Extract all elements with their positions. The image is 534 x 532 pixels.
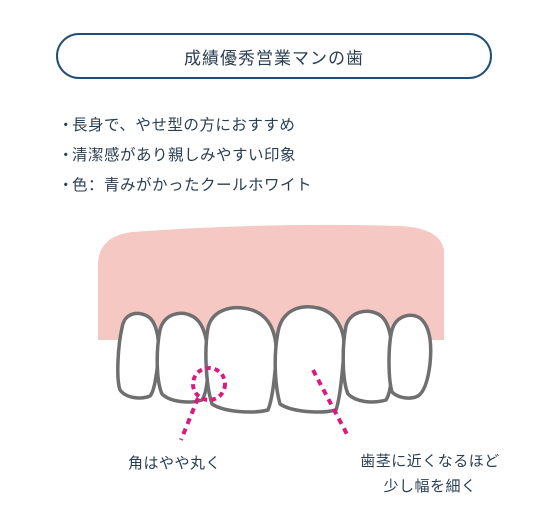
corner-annotation: 角はやや丸く — [128, 454, 222, 472]
corner-highlight-circle — [191, 366, 227, 402]
tooth-right-2 — [341, 309, 394, 404]
tooth-left-central — [204, 306, 279, 414]
feature-item: ・長身で、やせ型の方におすすめ — [58, 116, 296, 134]
feature-text: 長身で、やせ型の方におすすめ — [72, 116, 296, 134]
feature-item: ・清潔感があり親しみやすい印象 — [58, 146, 297, 164]
tooth-right-3 — [387, 313, 433, 400]
feature-list: ・長身で、やせ型の方におすすめ ・清潔感があり親しみやすい印象 ・色：青みがかっ… — [58, 110, 312, 200]
tooth-left-2 — [155, 311, 210, 404]
neck-annotation: 歯茎に近くなるほど 少し幅を細く — [330, 449, 530, 499]
neck-annotation-line1: 歯茎に近くなるほど — [360, 452, 500, 470]
neck-annotation-line2: 少し幅を細く — [383, 477, 477, 495]
feature-text: 色：青みがかったクールホワイト — [72, 176, 313, 194]
neck-pointer-line — [311, 369, 351, 439]
corner-pointer-line — [179, 397, 200, 441]
title-banner: 成績優秀営業マンの歯 — [56, 33, 492, 79]
feature-item: ・色：青みがかったクールホワイト — [58, 176, 313, 194]
tooth-right-central — [273, 305, 346, 414]
tooth-left-3 — [116, 311, 161, 400]
feature-text: 清潔感があり親しみやすい印象 — [72, 146, 297, 164]
title-text: 成績優秀営業マンの歯 — [184, 48, 364, 69]
